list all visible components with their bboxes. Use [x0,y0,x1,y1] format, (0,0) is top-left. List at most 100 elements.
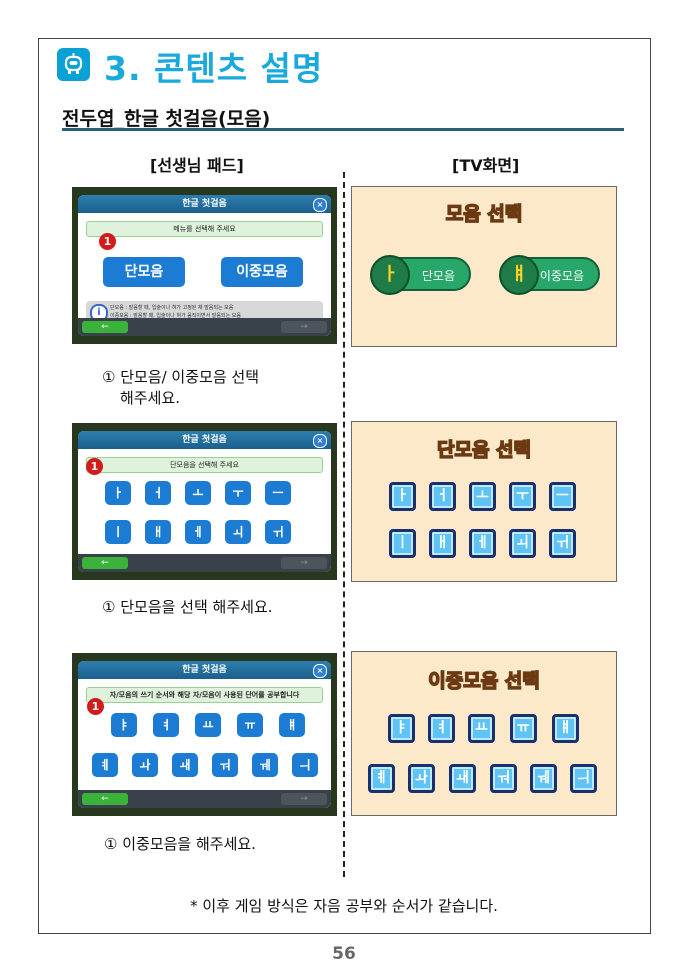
step-badge: 1 [87,698,104,715]
vowel-tile: ㅙ [449,764,476,793]
vowel-tile: ㅗ [469,482,496,511]
guide-bar: 단모음을 선택해 주세요 [86,457,323,473]
vowel-button[interactable]: ㅟ [265,520,291,544]
guide-bar: 자/모음의 쓰기 순서와 해당 자/모음이 사용된 단어를 공부합니다 [86,687,323,703]
vowel-button[interactable]: ㅙ [172,753,198,777]
dialog-footer: ← → [78,554,331,572]
vowel-tile: ㅕ [428,714,455,743]
dialog-header: 한글 첫걸음 × [78,431,331,449]
tv-single-vowel-button: ㅏ 단모음 [370,255,471,295]
back-arrow-button[interactable]: ← [82,793,128,805]
vowel-tile: ㅔ [469,529,496,558]
vowel-tile: ㅜ [509,482,536,511]
pad-dialog: 한글 첫걸음 × 자/모음의 쓰기 순서와 해당 자/모음이 사용된 단어를 공… [78,661,331,808]
vowel-tile: ㅒ [552,714,579,743]
forward-arrow-button[interactable]: → [281,321,327,333]
back-arrow-button[interactable]: ← [82,557,128,569]
pill-label: 이중모음 [539,269,584,283]
teacher-pad-screen-1: 한글 첫걸음 × 메뉴를 선택해 주세요 단모음 이중모음 i 단모음 : 발음… [72,187,337,344]
vowel-tile: ㅟ [549,529,576,558]
back-arrow-button[interactable]: ← [82,321,128,333]
vowel-button[interactable]: ㅕ [153,713,179,737]
vowel-button[interactable]: ㅚ [225,520,251,544]
double-vowel-button[interactable]: 이중모음 [221,257,303,287]
caption-line: ① 단모음/ 이중모음 선택 [102,368,260,386]
dialog-footer: ← → [78,318,331,336]
footnote: * 이후 게임 방식은 자음 공부와 순서가 같습니다. [190,897,498,915]
pad-dialog: 한글 첫걸음 × 단모음을 선택해 주세요 ㅏ ㅓ ㅗ ㅜ ㅡ ㅣ ㅐ ㅔ ㅚ … [78,431,331,572]
guide-bar: 메뉴를 선택해 주세요 [86,221,323,237]
vowel-tile: ㅑ [388,714,415,743]
caption-1: ① 단모음/ 이중모음 선택 해주세요. [102,367,259,409]
vowel-button[interactable]: ㅡ [265,481,291,505]
vowel-button[interactable]: ㅣ [105,520,131,544]
tv-title: 모음 선택 [445,202,523,226]
vowel-button[interactable]: ㅝ [212,753,238,777]
page-number: 56 [332,944,356,964]
vowel-tile: ㅏ [389,482,416,511]
dialog-header: 한글 첫걸음 × [78,661,331,679]
vowel-tile: ㅛ [468,714,495,743]
vowel-button[interactable]: ㅞ [252,753,278,777]
forward-arrow-button[interactable]: → [281,793,327,805]
step-badge: 1 [99,233,116,250]
info-line: 단모음 : 발음할 때, 입술이나 혀가 고정된 채 발음되는 모음 [110,305,234,311]
vowel-tile: ㅝ [490,764,517,793]
vowel-tile: ㅡ [549,482,576,511]
close-icon[interactable]: × [313,434,327,448]
tv-title: 이중모음 선택 [428,669,541,693]
vowel-tile: ㅓ [429,482,456,511]
vowel-tile: ㅣ [389,529,416,558]
caption-2: ① 단모음을 선택 해주세요. [102,598,273,616]
vowel-button[interactable]: ㅑ [111,713,137,737]
vowel-button[interactable]: ㅓ [145,481,171,505]
vowel-tile: ㅖ [368,764,395,793]
dialog-header: 한글 첫걸음 × [78,195,331,213]
tv-screen-3: 이중모음 선택 ㅑ ㅕ ㅛ ㅠ ㅒ ㅖ ㅘ ㅙ ㅝ ㅞ ㅢ [351,651,617,816]
vowel-tile: ㅚ [509,529,536,558]
vowel-button[interactable]: ㅘ [132,753,158,777]
vowel-character-icon: ㅏ [370,255,410,295]
tv-title: 단모음 선택 [436,438,532,462]
caption-3: ① 이중모음을 해주세요. [104,835,256,853]
close-icon[interactable]: × [313,198,327,212]
column-header-pad: [선생님 패드] [150,156,244,175]
close-icon[interactable]: × [313,664,327,678]
page-title: 3. 콘텐츠 설명 [104,49,324,88]
vowel-button[interactable]: ㅢ [292,753,318,777]
teacher-pad-screen-2: 한글 첫걸음 × 단모음을 선택해 주세요 ㅏ ㅓ ㅗ ㅜ ㅡ ㅣ ㅐ ㅔ ㅚ … [72,423,337,580]
column-divider [343,172,345,877]
info-box: i 단모음 : 발음할 때, 입술이나 혀가 고정된 채 발음되는 모음 이중모… [86,301,323,323]
subtitle-rule [62,128,624,131]
vowel-button[interactable]: ㅗ [185,481,211,505]
step-badge: 1 [86,458,103,475]
dialog-title: 한글 첫걸음 [182,665,227,675]
robot-icon [57,48,90,81]
vowel-button[interactable]: ㅛ [195,713,221,737]
pad-dialog: 한글 첫걸음 × 메뉴를 선택해 주세요 단모음 이중모음 i 단모음 : 발음… [78,195,331,336]
vowel-tile: ㅞ [530,764,557,793]
info-line: 이중모음 : 발음할 때, 입술이나 혀가 움직이면서 발음되는 모음 [110,313,241,319]
vowel-tile: ㅐ [429,529,456,558]
vowel-button[interactable]: ㅜ [225,481,251,505]
vowel-tile: ㅘ [408,764,435,793]
info-text: 단모음 : 발음할 때, 입술이나 혀가 고정된 채 발음되는 모음 이중모음 … [110,304,241,320]
vowel-button[interactable]: ㅠ [237,713,263,737]
single-vowel-button[interactable]: 단모음 [103,257,185,287]
vowel-button[interactable]: ㅒ [279,713,305,737]
forward-arrow-button[interactable]: → [281,557,327,569]
teacher-pad-screen-3: 한글 첫걸음 × 자/모음의 쓰기 순서와 해당 자/모음이 사용된 단어를 공… [72,653,337,816]
tv-screen-2: 단모음 선택 ㅏ ㅓ ㅗ ㅜ ㅡ ㅣ ㅐ ㅔ ㅚ ㅟ [351,421,617,582]
pill-label: 단모음 [421,269,455,283]
vowel-button[interactable]: ㅖ [92,753,118,777]
vowel-tile: ㅠ [510,714,537,743]
section-subtitle: 전두엽_한글 첫걸음(모음) [62,108,271,130]
vowel-button[interactable]: ㅐ [145,520,171,544]
vowel-button[interactable]: ㅏ [105,481,131,505]
column-header-tv: [TV화면] [452,156,520,175]
vowel-character-icon: ㅒ [499,255,539,295]
vowel-button[interactable]: ㅔ [185,520,211,544]
vowel-tile: ㅢ [570,764,597,793]
tv-double-vowel-button: ㅒ 이중모음 [499,255,600,295]
tv-screen-1: 모음 선택 ㅏ 단모음 ㅒ 이중모음 [351,186,617,347]
